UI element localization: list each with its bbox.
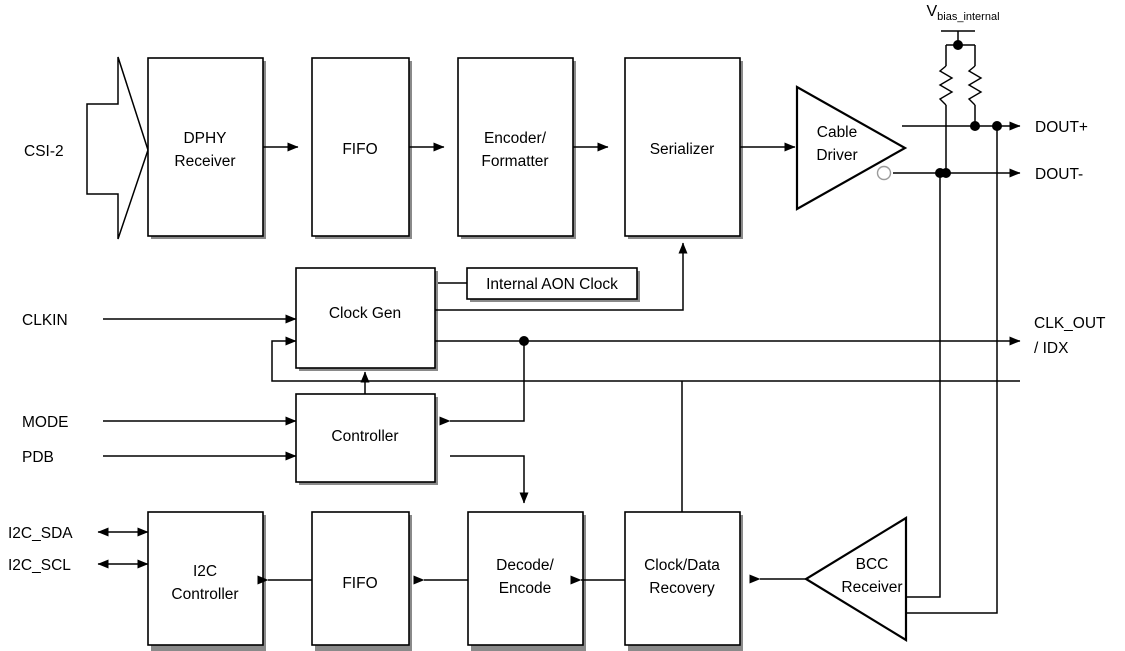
bcc-feedback-wires	[906, 126, 998, 614]
dot-doutminus-resistor	[941, 168, 951, 178]
block-label-cable-driver-line2: Driver	[816, 147, 857, 164]
port-label-clk-out-line1: CLK_OUT	[1034, 315, 1106, 332]
block-label-i2c-controller-line1: I2C	[193, 563, 217, 580]
block-encoder-formatter[interactable]: Encoder/ Formatter	[457, 57, 576, 239]
block-clock-data-recovery[interactable]: Clock/Data Recovery	[624, 511, 743, 651]
block-label-serializer: Serializer	[650, 141, 715, 158]
block-cable-driver[interactable]: Cable Driver	[795, 85, 908, 211]
block-label-encoder-line2: Formatter	[481, 153, 548, 170]
dot-doutplus-resistor	[970, 121, 980, 131]
csi2-bus-arrow	[86, 56, 149, 240]
port-label-csi2: CSI-2	[24, 143, 64, 160]
block-bcc-receiver[interactable]: BCC Receiver	[803, 516, 908, 642]
block-label-controller: Controller	[331, 428, 398, 445]
block-label-clock-gen: Clock Gen	[329, 305, 401, 322]
block-internal-aon-clock[interactable]: Internal AON Clock	[466, 267, 640, 302]
block-controller[interactable]: Controller	[295, 393, 438, 485]
port-label-dout-minus: DOUT-	[1035, 166, 1083, 183]
port-label-i2c-scl: I2C_SCL	[8, 557, 71, 574]
block-label-dphy-receiver-line2: Receiver	[174, 153, 235, 170]
block-label-fifo-bottom: FIFO	[342, 575, 377, 592]
block-label-fifo-top: FIFO	[342, 141, 377, 158]
cable-driver-inverting-bubble	[876, 165, 892, 181]
wire-clockgen-branch-to-controller	[439, 341, 525, 426]
block-label-decode-line1: Decode/	[496, 557, 554, 574]
block-label-dphy-receiver-line1: DPHY	[183, 130, 226, 147]
block-label-cable-driver-line1: Cable	[817, 124, 858, 141]
block-serializer[interactable]: Serializer	[624, 57, 743, 239]
vbias-label: Vbias_internal	[926, 3, 999, 23]
block-label-bcc-line1: BCC	[856, 556, 889, 573]
port-label-clkin: CLKIN	[22, 312, 68, 329]
block-clock-gen[interactable]: Clock Gen	[295, 267, 438, 371]
port-label-mode: MODE	[22, 414, 69, 431]
block-label-bcc-line2: Receiver	[841, 579, 902, 596]
block-label-i2c-controller-line2: Controller	[171, 586, 238, 603]
resistor-left-termination	[938, 65, 954, 106]
block-label-cdr-line1: Clock/Data	[644, 557, 720, 574]
block-dphy-receiver[interactable]: DPHY Receiver	[147, 57, 266, 239]
block-label-internal-aon-clock: Internal AON Clock	[486, 276, 618, 293]
block-label-cdr-line2: Recovery	[649, 580, 715, 597]
wire-clockgen-to-serializer	[435, 242, 688, 311]
block-label-decode-line2: Encode	[499, 580, 552, 597]
block-fifo-top[interactable]: FIFO	[311, 57, 412, 239]
resistor-right-termination	[967, 65, 983, 106]
wire-controller-to-decode-encode	[450, 455, 529, 504]
dout-output-wires	[893, 121, 1021, 178]
port-label-dout-plus: DOUT+	[1035, 119, 1088, 136]
wire-doutminus-to-bcc-upper	[906, 173, 941, 598]
wire-doutplus-to-bcc-lower	[906, 126, 998, 614]
block-label-encoder-line1: Encoder/	[484, 130, 547, 147]
wire-feedback-bus-to-clockgen	[271, 336, 1020, 382]
block-i2c-controller[interactable]: I2C Controller	[147, 511, 266, 651]
block-decode-encode[interactable]: Decode/ Encode	[467, 511, 586, 651]
port-label-i2c-sda: I2C_SDA	[8, 525, 73, 542]
vbias-supply-network	[938, 30, 983, 173]
block-fifo-bottom[interactable]: FIFO	[311, 511, 412, 651]
port-label-clk-out-line2: / IDX	[1034, 340, 1069, 357]
port-label-pdb: PDB	[22, 449, 54, 466]
